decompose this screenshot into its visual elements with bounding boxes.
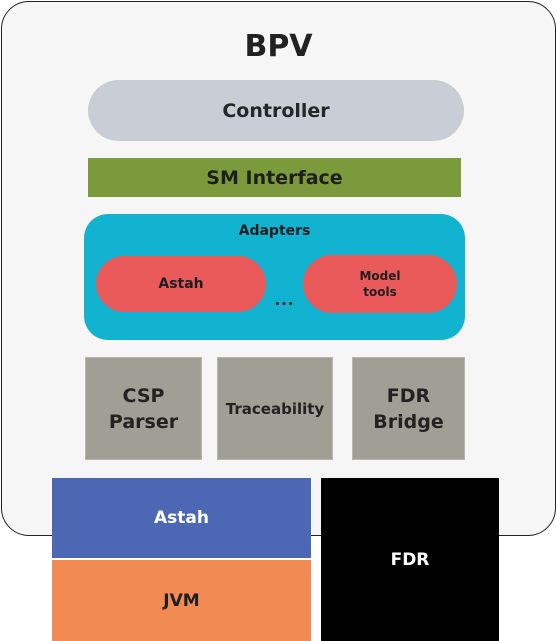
adapter-model-tools-node: Model tools xyxy=(303,255,457,313)
astah-platform-node: Astah xyxy=(52,478,311,558)
adapter-astah-node: Astah xyxy=(96,256,266,312)
sm-interface-node: SM Interface xyxy=(88,158,461,197)
bpv-title: BPV xyxy=(244,28,313,64)
adapter-ellipsis: ... xyxy=(274,291,295,309)
csp-parser-node: CSP Parser xyxy=(85,357,202,460)
controller-node: Controller xyxy=(88,80,464,141)
fdr-bridge-node: FDR Bridge xyxy=(352,357,465,460)
traceability-node: Traceability xyxy=(217,357,333,460)
adapters-label: Adapters xyxy=(238,223,311,239)
fdr-platform-node: FDR xyxy=(321,478,499,641)
jvm-platform-node: JVM xyxy=(52,560,311,641)
